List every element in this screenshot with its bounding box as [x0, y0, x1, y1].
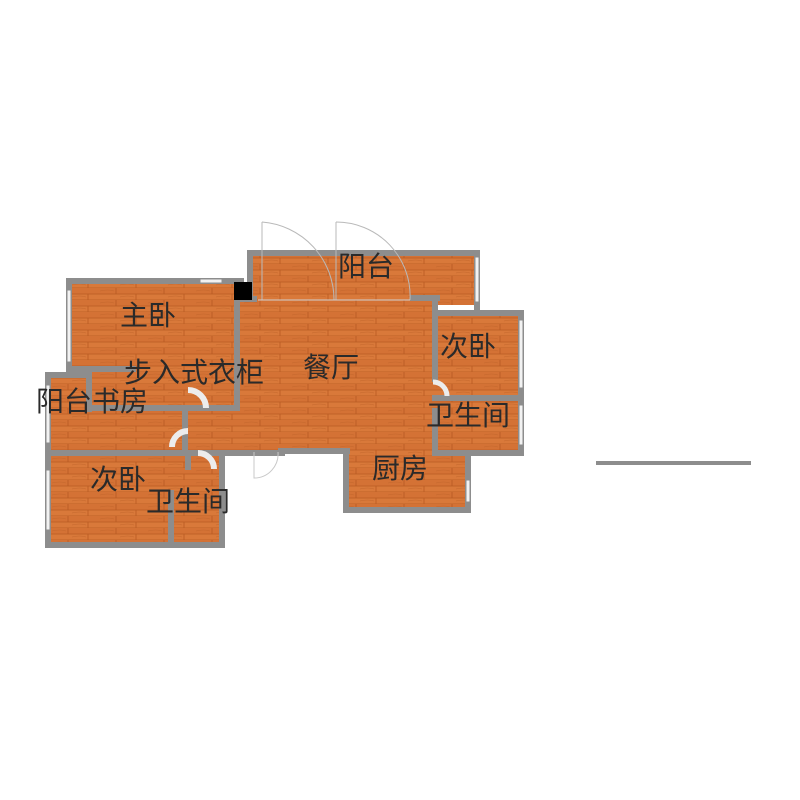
room-label-kitchen: 厨房: [372, 452, 429, 485]
floor-master-bedroom: [72, 283, 237, 373]
doors: [169, 221, 450, 479]
floor-balcony-study: [50, 375, 185, 450]
room-label-living-dining: 餐厅: [303, 351, 360, 384]
floor-bathroom-left: [170, 455, 222, 545]
windows: [45, 256, 524, 531]
room-label-second-bedroom-right: 次卧: [440, 330, 497, 363]
room-label-bathroom-left: 卫生间: [146, 485, 231, 518]
floor-second-bedroom-right: [435, 315, 520, 395]
floor-bathroom-right: [435, 395, 520, 453]
structural-pillar: [234, 282, 252, 300]
floor-second-bedroom-left: [50, 452, 175, 545]
floor-hall-left: [185, 410, 240, 452]
floor-kitchen: [345, 452, 467, 510]
room-label-balcony-study: 阳台书房: [36, 385, 149, 418]
floor-living-dining: [237, 300, 435, 452]
room-label-bathroom-right: 卫生间: [426, 399, 511, 432]
room-label-walk-in-closet: 步入式衣柜: [124, 356, 265, 389]
room-label-balcony-top: 阳台: [338, 250, 395, 283]
room-label-master-bedroom: 主卧: [120, 299, 177, 332]
walls: [45, 250, 524, 548]
room-label-second-bedroom-left: 次卧: [90, 463, 147, 496]
scale-bar: [596, 461, 751, 465]
floors: [50, 255, 520, 545]
